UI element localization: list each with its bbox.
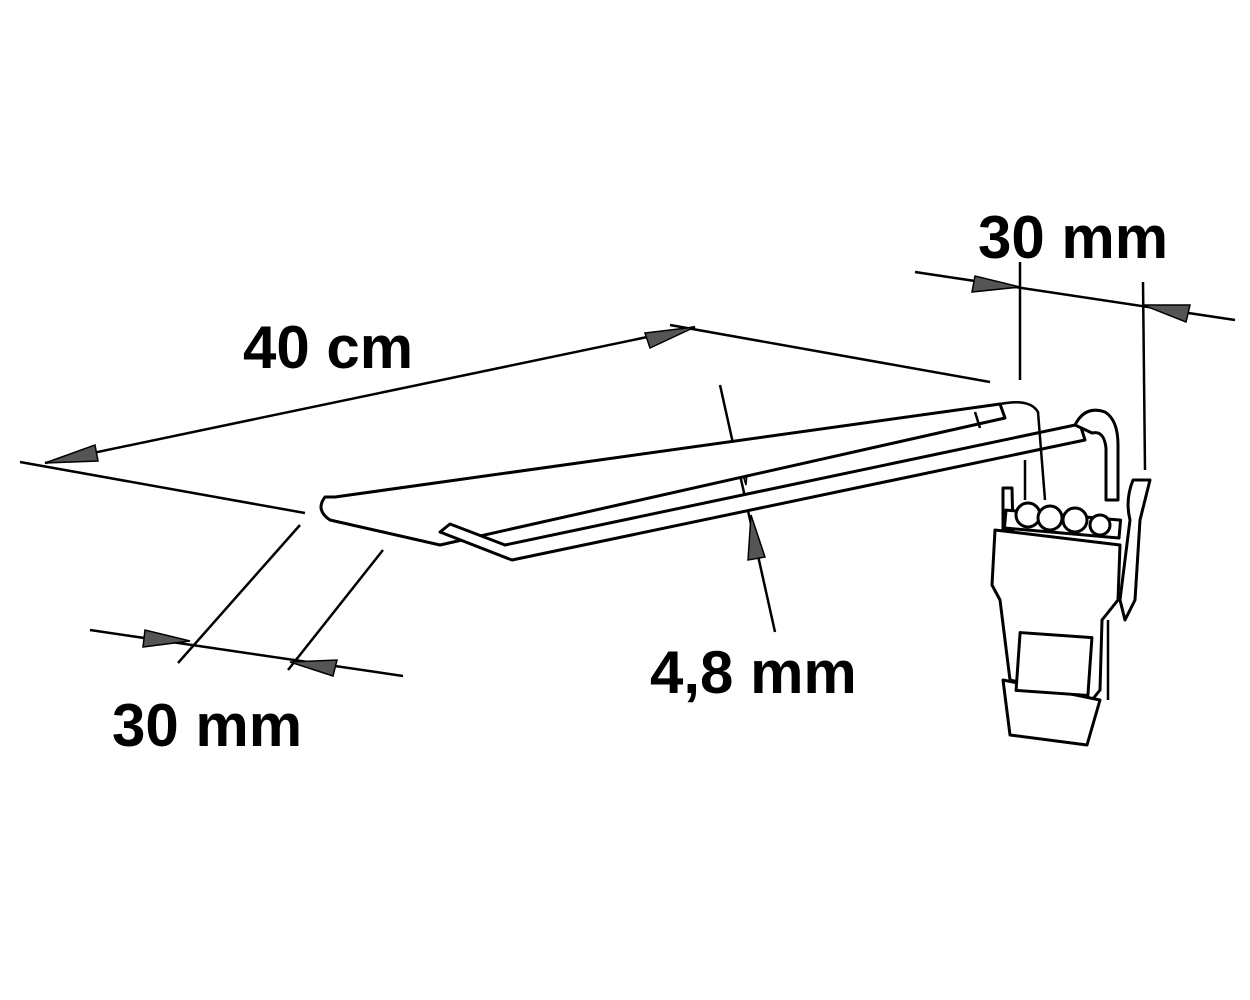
arrow-icon	[747, 514, 766, 561]
length-label: 40 cm	[243, 314, 413, 381]
arrow-icon	[44, 443, 99, 464]
clip	[990, 478, 1152, 747]
arrow-icon	[289, 659, 338, 677]
arrow-icon	[643, 326, 696, 350]
top-width-dimension	[914, 262, 1236, 471]
bottom-width-label: 30 mm	[112, 692, 302, 759]
arrow-icon	[142, 629, 191, 648]
wire-diameter-label: 4,8 mm	[650, 639, 857, 706]
top-width-label: 30 mm	[978, 204, 1168, 271]
hook-wire	[319, 401, 1120, 562]
length-dimension	[19, 323, 991, 515]
arrow-icon	[971, 275, 1021, 293]
bottom-width-dimension	[89, 524, 404, 678]
arrow-icon	[1142, 304, 1191, 324]
